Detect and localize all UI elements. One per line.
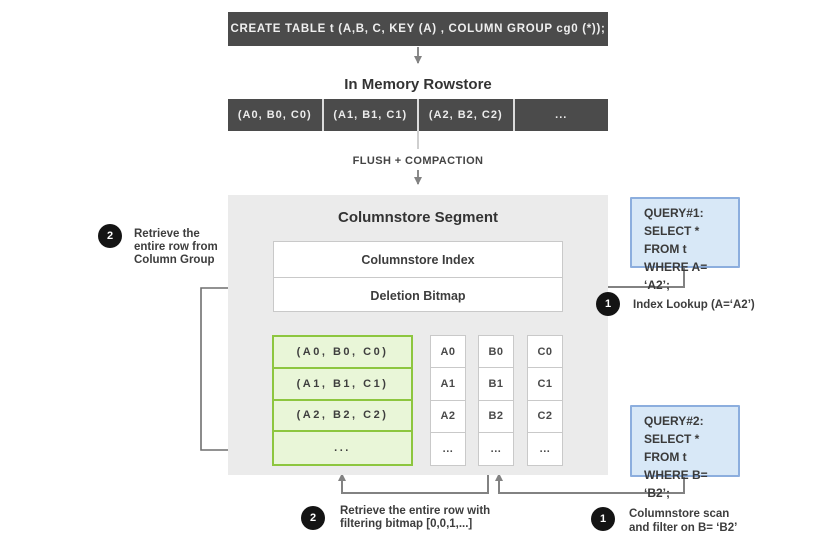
column-group-row: (A2, B2, C2) (274, 401, 411, 433)
query2-line: SELECT * FROM t (644, 432, 700, 464)
column-group-row: (A0, B0, C0) (274, 337, 411, 369)
create-table-sql: CREATE TABLE t (A,B, C, KEY (A) , COLUMN… (230, 23, 606, 35)
column-c: C0 C1 C2 ... (527, 335, 563, 466)
column-a-cell: A2 (431, 401, 465, 433)
column-c-cell: C0 (528, 336, 562, 369)
step-badge-2: 2 (98, 224, 122, 248)
columnstore-scan-note: Columnstore scan and filter on B= ‘B2’ (629, 507, 799, 535)
rowstore-bar: (A0, B0, C0) (A1, B1, C1) (A2, B2, C2) .… (228, 99, 608, 131)
retrieve-column-group-note: Retrieve the entire row from Column Grou… (134, 228, 244, 267)
note-line: Columnstore scan (629, 508, 730, 520)
column-group-row: (A1, B1, C1) (274, 369, 411, 401)
flush-compaction-label: FLUSH + COMPACTION (352, 155, 484, 167)
deletion-bitmap-box: Deletion Bitmap (370, 288, 466, 303)
index-bitmap-stack: Columnstore Index Deletion Bitmap (273, 241, 563, 312)
rowstore-cell: ... (555, 109, 568, 121)
note-line: entire row from (134, 241, 218, 253)
column-c-cell: C1 (528, 368, 562, 401)
note-line: and filter on B= ‘B2’ (629, 522, 738, 534)
create-table-bar: CREATE TABLE t (A,B, C, KEY (A) , COLUMN… (228, 12, 608, 46)
column-a: A0 A1 A2 ... (430, 335, 466, 466)
column-a-cell: ... (442, 442, 454, 455)
query2-line: WHERE B= ‘B2’; (644, 468, 708, 500)
column-a-cell: A1 (431, 368, 465, 401)
column-c-cell: ... (539, 442, 551, 455)
column-b: B0 B1 B2 ... (478, 335, 514, 466)
rowstore-cell: (A0, B0, C0) (228, 99, 324, 131)
query1-line: QUERY#1: (644, 206, 704, 220)
note-line: filtering bitmap [0,0,1,...] (340, 518, 473, 530)
rowstore-cell: (A1, B1, C1) (324, 99, 419, 131)
rowstore-title: In Memory Rowstore (344, 76, 492, 93)
column-c-cell: C2 (528, 401, 562, 433)
index-lookup-note: Index Lookup (A=‘A2’) (633, 299, 755, 311)
columnstore-index-box: Columnstore Index (274, 242, 562, 278)
query2-line: QUERY#2: (644, 414, 704, 428)
note-line: Retrieve the entire row with (340, 505, 491, 517)
column-b-cell: ... (490, 442, 502, 455)
note-line: Column Group (134, 254, 215, 266)
retrieve-bitmap-note: Retrieve the entire row with filtering b… (340, 505, 530, 531)
note-line: Retrieve the (134, 228, 200, 240)
column-group-table: (A0, B0, C0) (A1, B1, C1) (A2, B2, C2) .… (272, 335, 413, 466)
column-b-cell: B1 (479, 368, 513, 401)
step-badge-1: 1 (591, 507, 615, 531)
column-b-cell: B0 (479, 336, 513, 369)
query2-box: QUERY#2: SELECT * FROM t WHERE B= ‘B2’; (630, 405, 740, 500)
query1-line: SELECT * FROM t (644, 224, 700, 256)
step-badge-2: 2 (301, 506, 325, 530)
query1-box: QUERY#1: SELECT * FROM t WHERE A= ‘A2’; (630, 197, 740, 292)
column-a-cell: A0 (431, 336, 465, 369)
rowstore-cell: (A2, B2, C2) (419, 99, 515, 131)
step-badge-1: 1 (596, 292, 620, 316)
column-group-row: ... (334, 442, 351, 455)
column-b-cell: B2 (479, 401, 513, 433)
segment-title: Columnstore Segment (337, 209, 499, 226)
query1-line: WHERE A= ‘A2’; (644, 260, 708, 292)
